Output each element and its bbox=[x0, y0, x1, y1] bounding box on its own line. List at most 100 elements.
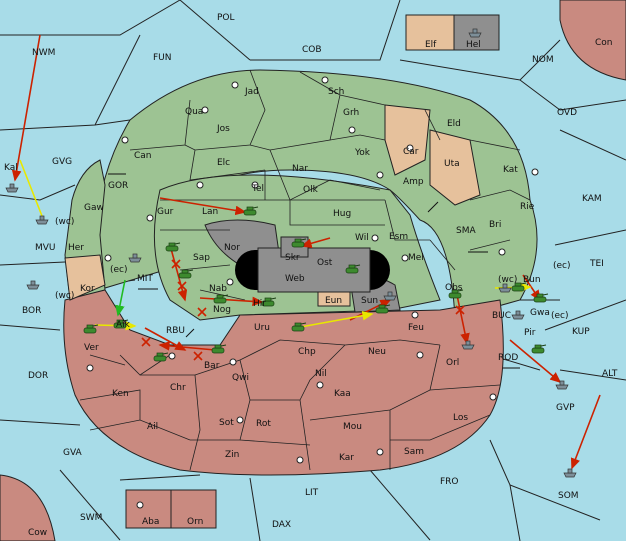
label-fro: FRO bbox=[440, 477, 459, 487]
label-aba: Aba bbox=[142, 517, 159, 527]
label-nog: Nog bbox=[213, 305, 231, 315]
label-kar: Kar bbox=[339, 453, 354, 463]
label-mvu: MVU bbox=[35, 243, 56, 253]
label-ost: Ost bbox=[317, 258, 333, 268]
label-nwm: NWM bbox=[32, 48, 55, 58]
failed-orders bbox=[141, 259, 465, 361]
label-ver: Ver bbox=[84, 343, 99, 353]
label-yok: Yok bbox=[354, 148, 371, 158]
label-gaw: Gaw bbox=[84, 203, 104, 213]
label-her: Her bbox=[68, 243, 84, 253]
label-bri: Bri bbox=[489, 220, 501, 230]
label-mit: MIT bbox=[137, 274, 153, 284]
label-dor: DOR bbox=[28, 371, 48, 381]
label-aik: Aik bbox=[116, 320, 131, 330]
label-skr: Skr bbox=[285, 253, 300, 263]
channel-markers bbox=[108, 173, 520, 369]
label-lit: LIT bbox=[305, 488, 319, 498]
label-ovd: OVD bbox=[557, 108, 577, 118]
tan-kor bbox=[64, 254, 106, 301]
label-kor: Kor bbox=[80, 284, 95, 294]
coast-ec-bun: (ec) bbox=[553, 261, 571, 271]
label-bar: Bar bbox=[204, 361, 220, 371]
label-uta: Uta bbox=[444, 159, 460, 169]
labels: POL COB FUN NOM OVD KAM TEI KUP ALT NWM … bbox=[4, 13, 618, 538]
label-sma: SMA bbox=[456, 226, 476, 236]
label-sap: Sap bbox=[193, 253, 210, 263]
label-tel: Tel bbox=[251, 184, 264, 194]
label-nil: Nil bbox=[315, 369, 327, 379]
label-olk: Olk bbox=[303, 185, 319, 195]
label-hel: Hel bbox=[466, 40, 481, 50]
label-gvg: GVG bbox=[52, 157, 72, 167]
label-chp: Chp bbox=[298, 347, 316, 357]
label-ken: Ken bbox=[112, 389, 129, 399]
label-car: Car bbox=[403, 147, 419, 157]
label-kaa: Kaa bbox=[334, 389, 351, 399]
label-gwa: Gwa bbox=[530, 308, 550, 318]
label-zin: Zin bbox=[225, 450, 239, 460]
label-orl: Orl bbox=[446, 358, 459, 368]
label-kal: Kal bbox=[4, 163, 18, 173]
label-nor: Nor bbox=[224, 243, 240, 253]
coast-wc-mvu: (wc) bbox=[55, 217, 74, 227]
label-mel: Mel bbox=[408, 253, 424, 263]
label-gva: GVA bbox=[63, 448, 83, 458]
label-can: Can bbox=[134, 151, 152, 161]
label-hug: Hug bbox=[333, 209, 351, 219]
coast-ec-gwa: (ec) bbox=[551, 311, 569, 321]
label-chr: Chr bbox=[170, 383, 186, 393]
land-orn bbox=[170, 489, 217, 529]
label-bor: BOR bbox=[22, 306, 41, 316]
label-cob: COB bbox=[302, 45, 322, 55]
label-wil: Wil bbox=[355, 233, 369, 243]
label-uru: Uru bbox=[254, 323, 270, 333]
label-jos: Jos bbox=[216, 124, 230, 134]
label-amp: Amp bbox=[403, 177, 424, 187]
label-sun: Sun bbox=[361, 296, 378, 306]
label-jad: Jad bbox=[244, 87, 259, 97]
label-ail: Ail bbox=[147, 422, 158, 432]
label-con: Con bbox=[595, 38, 613, 48]
label-kat: Kat bbox=[503, 165, 518, 175]
label-sam: Sam bbox=[404, 447, 424, 457]
label-eun: Eun bbox=[325, 296, 342, 306]
label-sch: Sch bbox=[328, 87, 344, 97]
continent-red bbox=[63, 289, 504, 476]
label-los: Los bbox=[453, 413, 468, 423]
label-kup: KUP bbox=[572, 327, 590, 337]
label-som: SOM bbox=[558, 491, 579, 501]
label-rbu: RBU bbox=[166, 326, 185, 336]
label-web: Web bbox=[285, 274, 305, 284]
label-bun: Bun bbox=[523, 275, 541, 285]
label-lan: Lan bbox=[202, 207, 218, 217]
coast-wc-bun: (wc) bbox=[498, 275, 517, 285]
label-rod: ROD bbox=[498, 353, 518, 363]
label-elf: Elf bbox=[425, 40, 437, 50]
label-nar: Nar bbox=[292, 164, 308, 174]
province-borders bbox=[79, 69, 531, 471]
coast-ec-mit: (ec) bbox=[110, 265, 128, 275]
convoy-order bbox=[115, 279, 126, 317]
label-rie: Rie bbox=[520, 202, 535, 212]
grey-web bbox=[257, 247, 371, 293]
label-pir: Pir bbox=[524, 328, 536, 338]
label-nom: NOM bbox=[532, 55, 554, 65]
label-esm: Esm bbox=[389, 232, 408, 242]
label-tei: TEI bbox=[589, 259, 604, 269]
label-qua: Qua bbox=[185, 107, 203, 117]
label-cow: Cow bbox=[28, 528, 47, 538]
label-dax: DAX bbox=[272, 520, 291, 530]
coast-wc-bor: (wc) bbox=[55, 291, 74, 301]
label-rot: Rot bbox=[256, 419, 271, 429]
label-hir: Hir bbox=[253, 299, 266, 309]
label-gvp: GVP bbox=[556, 403, 575, 413]
label-buc: BUC bbox=[492, 311, 511, 321]
label-mou: Mou bbox=[343, 422, 362, 432]
label-orn: Orn bbox=[187, 517, 203, 527]
label-alt: ALT bbox=[602, 369, 618, 379]
label-qwi: Qwi bbox=[232, 373, 249, 383]
label-fun: FUN bbox=[153, 53, 172, 63]
